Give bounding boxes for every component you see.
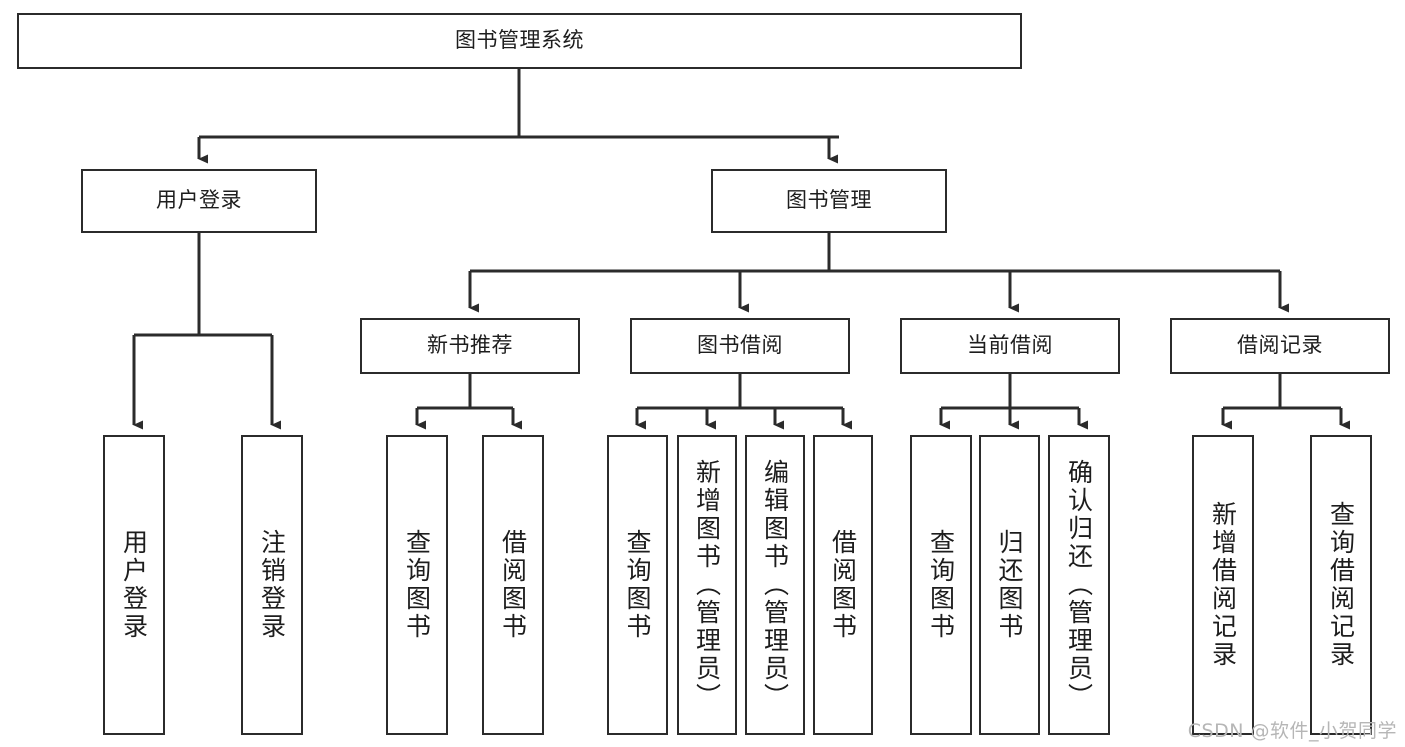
leaf-logout[interactable]: 注销登录 [241, 435, 303, 735]
leaf-user-login[interactable]: 用户登录 [103, 435, 165, 735]
edge-group-root [197, 69, 839, 164]
edge-group-current-borrow [939, 374, 1088, 430]
edge-group-book-manage [468, 233, 1289, 313]
node-current-borrow[interactable]: 当前借阅 [900, 318, 1120, 374]
node-label: 用户登录 [156, 188, 242, 213]
node-label: 图书管理 [786, 188, 872, 213]
edge-group-new-book [415, 374, 522, 430]
node-label: 新增图书（管理员） [692, 459, 722, 711]
leaf-query-book-recommend[interactable]: 查询图书 [386, 435, 448, 735]
node-label: 当前借阅 [967, 333, 1053, 358]
node-user-login[interactable]: 用户登录 [81, 169, 317, 233]
node-book-borrow[interactable]: 图书借阅 [630, 318, 850, 374]
node-label: 查询借阅记录 [1326, 501, 1356, 669]
leaf-borrow-book[interactable]: 借阅图书 [813, 435, 873, 735]
leaf-query-book-borrow[interactable]: 查询图书 [607, 435, 668, 735]
node-label: 归还图书 [995, 529, 1024, 641]
node-new-book-recommend[interactable]: 新书推荐 [360, 318, 580, 374]
node-label: 图书管理系统 [455, 28, 584, 53]
node-book-management[interactable]: 图书管理 [711, 169, 947, 233]
node-label: 新书推荐 [427, 333, 513, 358]
edge-group-user-login [132, 233, 281, 430]
leaf-query-book-current[interactable]: 查询图书 [910, 435, 972, 735]
node-label: 查询图书 [926, 529, 956, 641]
leaf-query-borrow-record[interactable]: 查询借阅记录 [1310, 435, 1372, 735]
node-label: 用户登录 [119, 529, 149, 641]
leaf-borrow-book-recommend[interactable]: 借阅图书 [482, 435, 544, 735]
leaf-confirm-return-admin[interactable]: 确认归还（管理员） [1048, 435, 1110, 735]
node-label: 图书借阅 [697, 333, 783, 358]
edge-group-borrow [635, 374, 852, 430]
leaf-add-book-admin[interactable]: 新增图书（管理员） [677, 435, 737, 735]
leaf-add-borrow-record[interactable]: 新增借阅记录 [1192, 435, 1254, 735]
node-label: 借阅图书 [828, 529, 858, 641]
node-borrow-record[interactable]: 借阅记录 [1170, 318, 1390, 374]
node-label: 查询图书 [402, 529, 432, 641]
node-label: 确认归还（管理员） [1064, 459, 1094, 711]
node-label: 新增借阅记录 [1208, 501, 1238, 669]
watermark-text: CSDN @软件_小贺同学 [1187, 720, 1397, 742]
node-label: 查询图书 [623, 529, 652, 641]
node-label: 注销登录 [257, 529, 287, 641]
node-label: 借阅记录 [1237, 333, 1323, 358]
leaf-edit-book-admin[interactable]: 编辑图书（管理员） [745, 435, 805, 735]
edge-group-borrow-record [1221, 374, 1350, 430]
leaf-return-book[interactable]: 归还图书 [979, 435, 1040, 735]
node-label: 编辑图书（管理员） [760, 459, 790, 711]
node-label: 借阅图书 [498, 529, 528, 641]
node-root-system[interactable]: 图书管理系统 [17, 13, 1022, 69]
